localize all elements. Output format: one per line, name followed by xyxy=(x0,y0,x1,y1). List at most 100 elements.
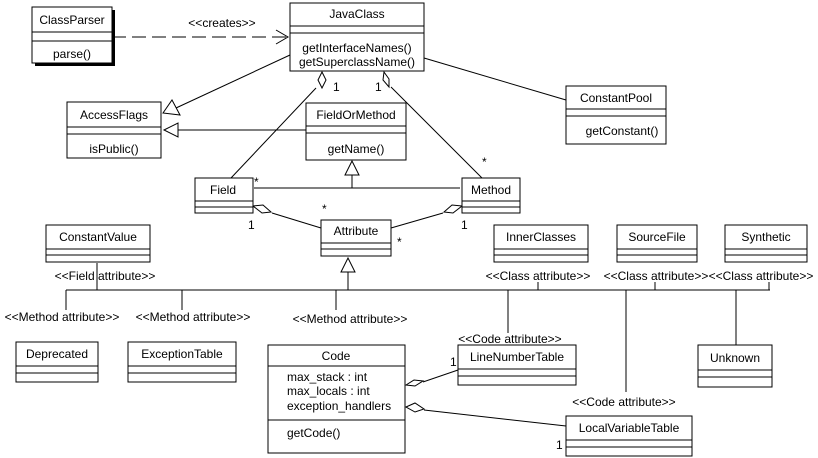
multiplicity-one: 1 xyxy=(461,218,468,232)
class-name: Field xyxy=(210,183,236,197)
multiplicity-many: * xyxy=(322,202,327,216)
class-attribute-field: max_stack : int xyxy=(287,370,368,384)
multiplicity-one: 1 xyxy=(248,218,255,232)
class-box xyxy=(724,224,808,263)
stereotype-method-attribute: <<Method attribute>> xyxy=(5,310,120,324)
aggregation-diamond xyxy=(317,70,327,90)
class-box xyxy=(289,2,425,72)
class-box xyxy=(320,219,392,257)
javaclass-constantpool-association xyxy=(423,57,567,101)
class-box xyxy=(267,344,406,454)
javaclass-field-aggregation xyxy=(230,87,317,179)
class-name: ConstantPool xyxy=(580,91,652,105)
multiplicity-many: * xyxy=(254,175,259,189)
stereotype-code-attribute: <<Code attribute>> xyxy=(458,332,561,346)
code-localvariabletable-aggregation xyxy=(423,409,567,427)
class-name: Synthetic xyxy=(741,230,790,244)
class-innerclasses: InnerClasses xyxy=(493,224,589,263)
multiplicity-many: * xyxy=(482,155,487,169)
class-name: InnerClasses xyxy=(506,230,576,244)
class-box xyxy=(45,224,151,263)
stereotype-labels: <<creates>> <<Field attribute>> <<Class … xyxy=(5,16,814,409)
javaclass-accessflags-generalization xyxy=(175,54,291,109)
class-box xyxy=(565,85,667,145)
code-linenumbertable-aggregation xyxy=(422,369,459,383)
class-classparser: ClassParser parse() xyxy=(31,6,115,66)
class-sourcefile: SourceFile xyxy=(616,224,698,263)
class-method: getSuperclassName() xyxy=(299,55,415,69)
class-method: getCode() xyxy=(287,426,340,440)
class-box xyxy=(616,224,698,263)
class-method: isPublic() xyxy=(89,142,138,156)
class-box xyxy=(457,344,577,386)
class-accessflags: AccessFlags isPublic() xyxy=(66,101,162,159)
multiplicity-one: 1 xyxy=(450,355,457,369)
class-box xyxy=(127,341,237,383)
generalization-arrow xyxy=(340,256,356,273)
class-box xyxy=(15,341,99,383)
class-localvariabletable: LocalVariableTable xyxy=(565,415,693,457)
class-exceptiontable: ExceptionTable xyxy=(127,341,237,383)
stereotype-method-attribute: <<Method attribute>> xyxy=(136,310,251,324)
class-name: AccessFlags xyxy=(80,108,148,122)
class-constantvalue: ConstantValue xyxy=(45,224,151,263)
stereotype-class-attribute: <<Class attribute>> xyxy=(604,269,709,283)
multiplicity-one: 1 xyxy=(556,438,563,452)
stereotype-method-attribute: <<Method attribute>> xyxy=(293,312,408,326)
class-box xyxy=(565,415,693,457)
multiplicity-one: 1 xyxy=(375,80,382,94)
class-box xyxy=(66,101,162,159)
multiplicity-many: * xyxy=(397,235,402,249)
stereotype-code-attribute: <<Code attribute>> xyxy=(572,395,675,409)
class-unknown: Unknown xyxy=(697,344,773,388)
connectors xyxy=(65,29,770,427)
class-javaclass: JavaClass getInterfaceNames() getSupercl… xyxy=(289,2,425,72)
multiplicity-labels: 1 1 * * * 1 1 * 1 1 xyxy=(248,80,563,452)
class-box xyxy=(493,224,589,263)
generalization-arrow xyxy=(162,122,179,138)
class-method: getConstant() xyxy=(586,124,659,138)
class-name: ExceptionTable xyxy=(141,347,223,361)
stereotype-creates: <<creates>> xyxy=(188,16,255,30)
class-name: Attribute xyxy=(334,224,379,238)
class-name: Method xyxy=(471,183,511,197)
class-box xyxy=(305,102,407,161)
stereotype-class-attribute: <<Class attribute>> xyxy=(709,269,814,283)
class-name: LocalVariableTable xyxy=(579,421,680,435)
class-box xyxy=(697,344,773,388)
class-attribute-field: max_locals : int xyxy=(287,384,370,398)
class-synthetic: Synthetic xyxy=(724,224,808,263)
aggregation-diamond xyxy=(251,204,273,214)
stereotype-field-attribute: <<Field attribute>> xyxy=(55,269,156,283)
aggregation-diamond xyxy=(404,379,425,387)
class-method: getInterfaceNames() xyxy=(302,41,411,55)
class-name: ConstantValue xyxy=(59,230,137,244)
class-constantpool: ConstantPool getConstant() xyxy=(565,85,667,145)
class-field: Field xyxy=(194,177,254,214)
aggregation-diamond xyxy=(382,70,390,89)
class-method: getName() xyxy=(328,142,385,156)
class-code: Code max_stack : int max_locals : int ex… xyxy=(267,344,406,454)
creates-arrowhead xyxy=(275,29,289,45)
class-attribute: Attribute xyxy=(320,219,392,257)
stereotype-class-attribute: <<Class attribute>> xyxy=(486,269,591,283)
class-name: SourceFile xyxy=(628,230,686,244)
class-box xyxy=(31,6,113,64)
generalization-arrow xyxy=(344,159,360,176)
class-name: Unknown xyxy=(710,351,760,365)
method-attribute-aggregation xyxy=(390,212,444,229)
generalization-arrow xyxy=(162,99,181,116)
class-method: Method xyxy=(461,177,521,214)
class-fieldormethod: FieldOrMethod getName() xyxy=(305,102,407,161)
class-method: parse() xyxy=(53,47,91,61)
class-deprecated: Deprecated xyxy=(15,341,99,383)
class-name: FieldOrMethod xyxy=(316,108,395,122)
aggregation-diamond xyxy=(442,204,464,214)
class-name: ClassParser xyxy=(39,13,104,27)
class-name: LineNumberTable xyxy=(470,350,564,364)
aggregation-diamond xyxy=(404,402,426,413)
class-name: JavaClass xyxy=(329,7,384,21)
javaclass-method-aggregation xyxy=(390,86,483,179)
class-linenumbertable: LineNumberTable xyxy=(457,344,577,386)
